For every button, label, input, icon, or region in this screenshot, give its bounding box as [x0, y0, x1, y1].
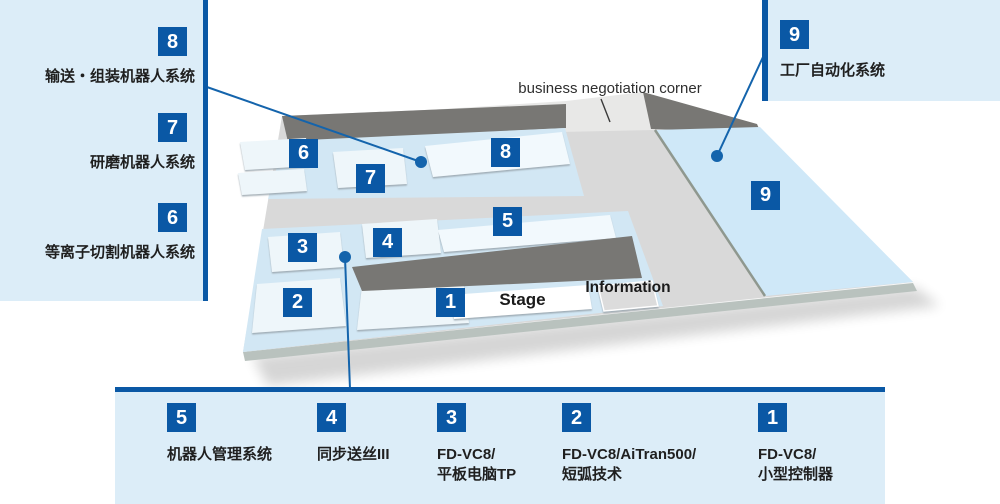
- connector-dot-zone8: [415, 156, 427, 168]
- legend-label-4: 同步送丝III: [317, 446, 390, 463]
- legend-panel-right: 9 工厂自动化系统: [762, 0, 1000, 101]
- stage-back-wall: [352, 236, 642, 291]
- legend-badge-9: 9: [780, 20, 809, 49]
- zone9-divider-line: [653, 129, 767, 297]
- legend-badge-7: 7: [158, 113, 187, 142]
- map-badge-9: 9: [751, 181, 780, 210]
- connector-dot-zone9: [711, 150, 723, 162]
- legend-label-8: 输送・组装机器人系统: [44, 68, 195, 85]
- stage-block: [450, 285, 592, 319]
- legend-badge-8: 8: [158, 27, 187, 56]
- map-badge-8: 8: [491, 138, 520, 167]
- legend-item-1: 1 FD-VC8/ 小型控制器: [758, 403, 833, 485]
- legend-badge-1: 1: [758, 403, 787, 432]
- floor-shadow: [252, 287, 940, 386]
- connector-dot-zone4: [339, 251, 351, 263]
- legend-item-2: 2 FD-VC8/AiTran500/ 短弧技术: [562, 403, 696, 485]
- legend-label-6: 等离子切割机器人系统: [44, 244, 195, 261]
- business-corner-label: business negotiation corner: [518, 80, 702, 97]
- booth-6b: [238, 169, 307, 195]
- legend-panel-left: 8 输送・组装机器人系统 7 研磨机器人系统 6 等离子切割机器人系统: [0, 0, 208, 301]
- legend-item-6: 6 等离子切割机器人系统: [45, 203, 195, 263]
- legend-badge-3: 3: [437, 403, 466, 432]
- legend-badge-2: 2: [562, 403, 591, 432]
- legend-label-5: 机器人管理系统: [167, 446, 273, 463]
- connector-zone9: [716, 56, 764, 157]
- map-badge-4: 4: [373, 228, 402, 257]
- legend-item-7: 7 研磨机器人系统: [90, 113, 195, 173]
- booth-5-strip: [438, 215, 616, 252]
- connector-zone8: [203, 85, 422, 163]
- legend-label-9: 工厂自动化系统: [780, 62, 886, 79]
- map-badge-1: 1: [436, 288, 465, 317]
- map-badge-6: 6: [289, 139, 318, 168]
- legend-label-7: 研磨机器人系统: [89, 154, 195, 171]
- map-badge-5: 5: [493, 207, 522, 236]
- floor-edge: [243, 283, 917, 361]
- business-corner-area: [560, 92, 655, 132]
- wall-top-left: [282, 104, 566, 142]
- legend-panel-bottom: 5 机器人管理系统 4 同步送丝III 3 FD-VC8/ 平板电脑TP 2 F…: [115, 387, 885, 504]
- legend-label-3: FD-VC8/ 平板电脑TP: [437, 446, 517, 483]
- connector-zone4: [344, 256, 351, 390]
- legend-item-5: 5 机器人管理系统: [167, 403, 272, 465]
- legend-connectors: [203, 56, 764, 390]
- legend-badge-4: 4: [317, 403, 346, 432]
- map-badge-3: 3: [288, 233, 317, 262]
- island-zone-9: [655, 127, 913, 296]
- legend-badge-5: 5: [167, 403, 196, 432]
- legend-item-8: 8 输送・组装机器人系统: [45, 27, 195, 87]
- stage-label: Stage: [499, 290, 546, 309]
- legend-item-3: 3 FD-VC8/ 平板电脑TP: [437, 403, 516, 485]
- legend-item-4: 4 同步送丝III: [317, 403, 390, 465]
- map-badge-7: 7: [356, 164, 385, 193]
- information-label: Information: [585, 279, 671, 296]
- legend-label-1: FD-VC8/ 小型控制器: [758, 446, 834, 483]
- map-badge-2: 2: [283, 288, 312, 317]
- legend-item-9: 9 工厂自动化系统: [780, 20, 885, 81]
- legend-badge-6: 6: [158, 203, 187, 232]
- information-booth: [597, 280, 659, 312]
- business-corner-pointer-line: [600, 98, 611, 123]
- legend-label-2: FD-VC8/AiTran500/ 短弧技术: [562, 446, 697, 483]
